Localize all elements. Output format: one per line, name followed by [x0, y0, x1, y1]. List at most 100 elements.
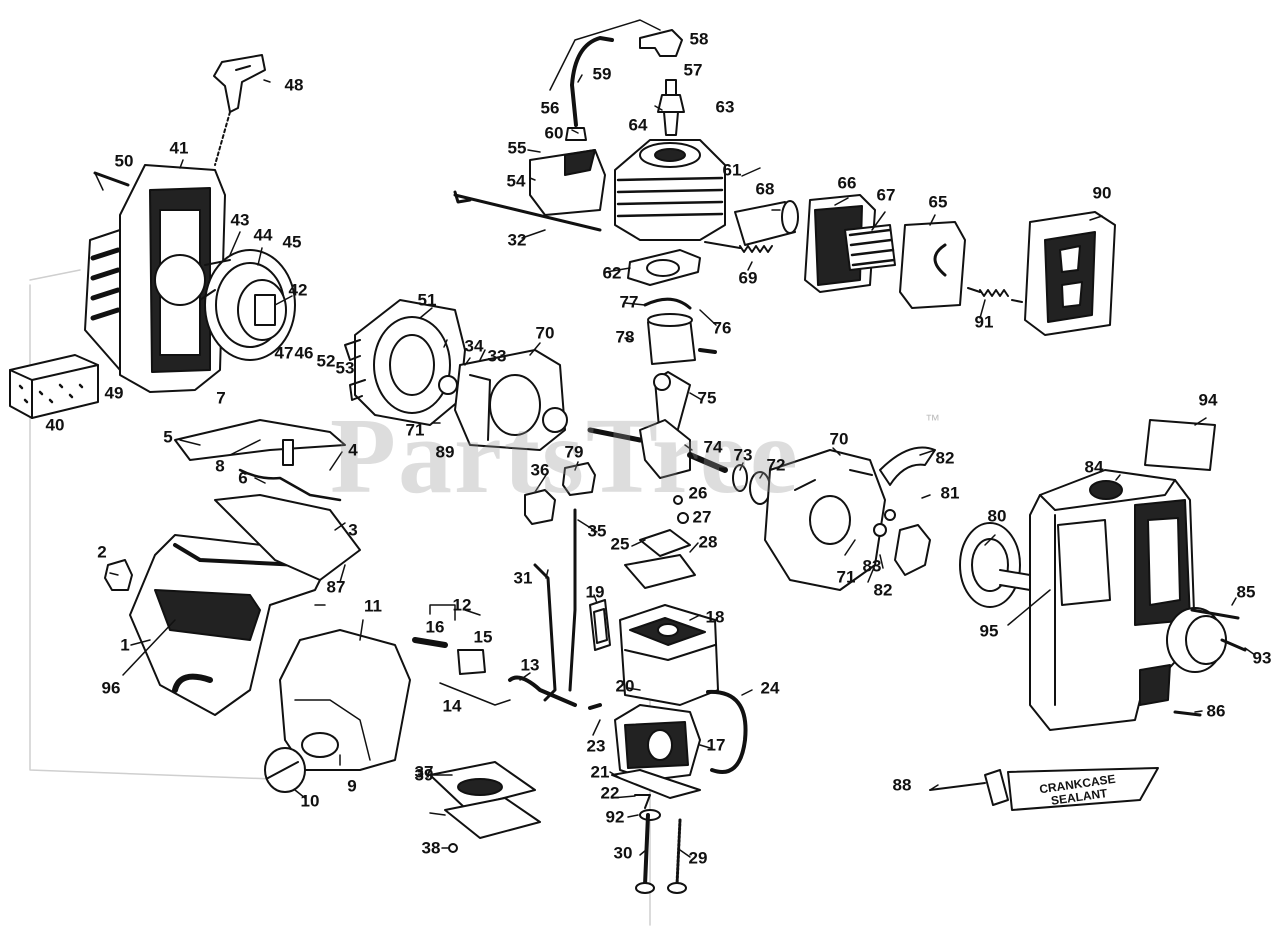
fuel-filter-15 [457, 649, 486, 675]
callout-21: 21 [590, 762, 610, 782]
plate-28 [624, 554, 696, 589]
callout-15: 15 [473, 627, 493, 647]
callout-12: 12 [452, 595, 472, 615]
callout-45: 45 [282, 232, 302, 252]
part-21 [611, 769, 701, 799]
callout-37: 37 [414, 762, 434, 782]
callout-78: 78 [615, 327, 635, 347]
callout-6: 6 [238, 468, 248, 488]
pin-32 [453, 190, 602, 232]
callout-4: 4 [348, 440, 358, 460]
callout-40: 40 [45, 415, 65, 435]
screw-93 [1220, 638, 1247, 652]
piston [647, 313, 717, 365]
callout-48: 48 [284, 75, 304, 95]
callout-31: 31 [513, 568, 533, 588]
partstree-watermark: PartsTree [330, 397, 800, 516]
callout-71: 71 [405, 420, 425, 440]
gasket-37 [444, 797, 541, 839]
foam-filter [9, 354, 99, 419]
callout-35: 35 [587, 521, 607, 541]
callout-1: 1 [120, 635, 130, 655]
callout-62: 62 [602, 263, 622, 283]
callout-32: 32 [507, 230, 527, 250]
callout-93: 93 [1252, 648, 1272, 668]
callout-91: 91 [974, 312, 994, 332]
callout-66: 66 [837, 173, 857, 193]
callout-76: 76 [712, 318, 732, 338]
leader-lines [94, 19, 1256, 858]
callout-42: 42 [288, 280, 308, 300]
callout-82: 82 [873, 580, 893, 600]
callout-73: 73 [733, 445, 753, 465]
callout-13: 13 [520, 655, 540, 675]
spring-69 [704, 241, 773, 253]
callout-84: 84 [1084, 457, 1104, 477]
fuel-cap [264, 747, 306, 793]
callout-16: 16 [425, 617, 445, 637]
callout-82: 82 [935, 448, 955, 468]
screw-85 [1190, 608, 1240, 620]
callout-49: 49 [104, 383, 124, 403]
callout-52: 52 [316, 351, 336, 371]
callout-92: 92 [605, 807, 625, 827]
washer-83 [873, 523, 887, 537]
bolt-29 [675, 818, 682, 887]
callout-87: 87 [326, 577, 346, 597]
block-79 [562, 462, 596, 496]
screw-86 [1173, 710, 1202, 717]
callout-28: 28 [698, 532, 718, 552]
starter-handle [213, 54, 266, 166]
callout-33: 33 [487, 346, 507, 366]
screw-38 [448, 843, 458, 853]
throttle-rod [533, 563, 557, 702]
callout-17: 17 [706, 735, 726, 755]
throttle-bracket [214, 494, 361, 581]
callout-96: 96 [101, 678, 121, 698]
callout-95: 95 [979, 621, 999, 641]
callout-70: 70 [829, 429, 849, 449]
callout-50: 50 [114, 151, 134, 171]
callout-72: 72 [766, 455, 786, 475]
fuel-line-13 [508, 675, 577, 707]
callout-10: 10 [300, 791, 320, 811]
callout-68: 68 [755, 179, 775, 199]
clutch-spring-82 [894, 524, 931, 576]
spring-91 [967, 287, 1023, 303]
callout-51: 51 [417, 290, 437, 310]
spark-plug-boot [639, 29, 683, 57]
callout-53: 53 [335, 358, 355, 378]
ignition-module [529, 149, 606, 216]
air-box [619, 604, 719, 706]
callout-80: 80 [987, 506, 1007, 526]
callout-61: 61 [722, 160, 742, 180]
callout-65: 65 [928, 192, 948, 212]
callout-75: 75 [697, 388, 717, 408]
callout-44: 44 [253, 225, 273, 245]
callout-11: 11 [364, 596, 382, 616]
callout-88: 88 [892, 775, 912, 795]
decal-94 [1144, 419, 1216, 471]
callout-2: 2 [97, 542, 107, 562]
fuel-tank [279, 629, 411, 771]
piston-ring [643, 297, 692, 310]
callout-29: 29 [688, 848, 708, 868]
callout-27: 27 [692, 507, 712, 527]
callout-71: 71 [836, 567, 856, 587]
callout-83: 83 [862, 556, 882, 576]
callout-94: 94 [1198, 390, 1218, 410]
crankshaft [542, 371, 728, 479]
cylinder [614, 139, 726, 241]
callout-7: 7 [216, 388, 226, 408]
callout-36: 36 [530, 460, 550, 480]
callout-86: 86 [1206, 701, 1226, 721]
callout-39: 39 [414, 765, 434, 785]
callout-47: 47 [274, 343, 294, 363]
callout-43: 43 [230, 210, 250, 230]
callout-46: 46 [294, 343, 314, 363]
callout-24: 24 [760, 678, 780, 698]
muffler-cover [899, 221, 966, 309]
callout-26: 26 [688, 483, 708, 503]
